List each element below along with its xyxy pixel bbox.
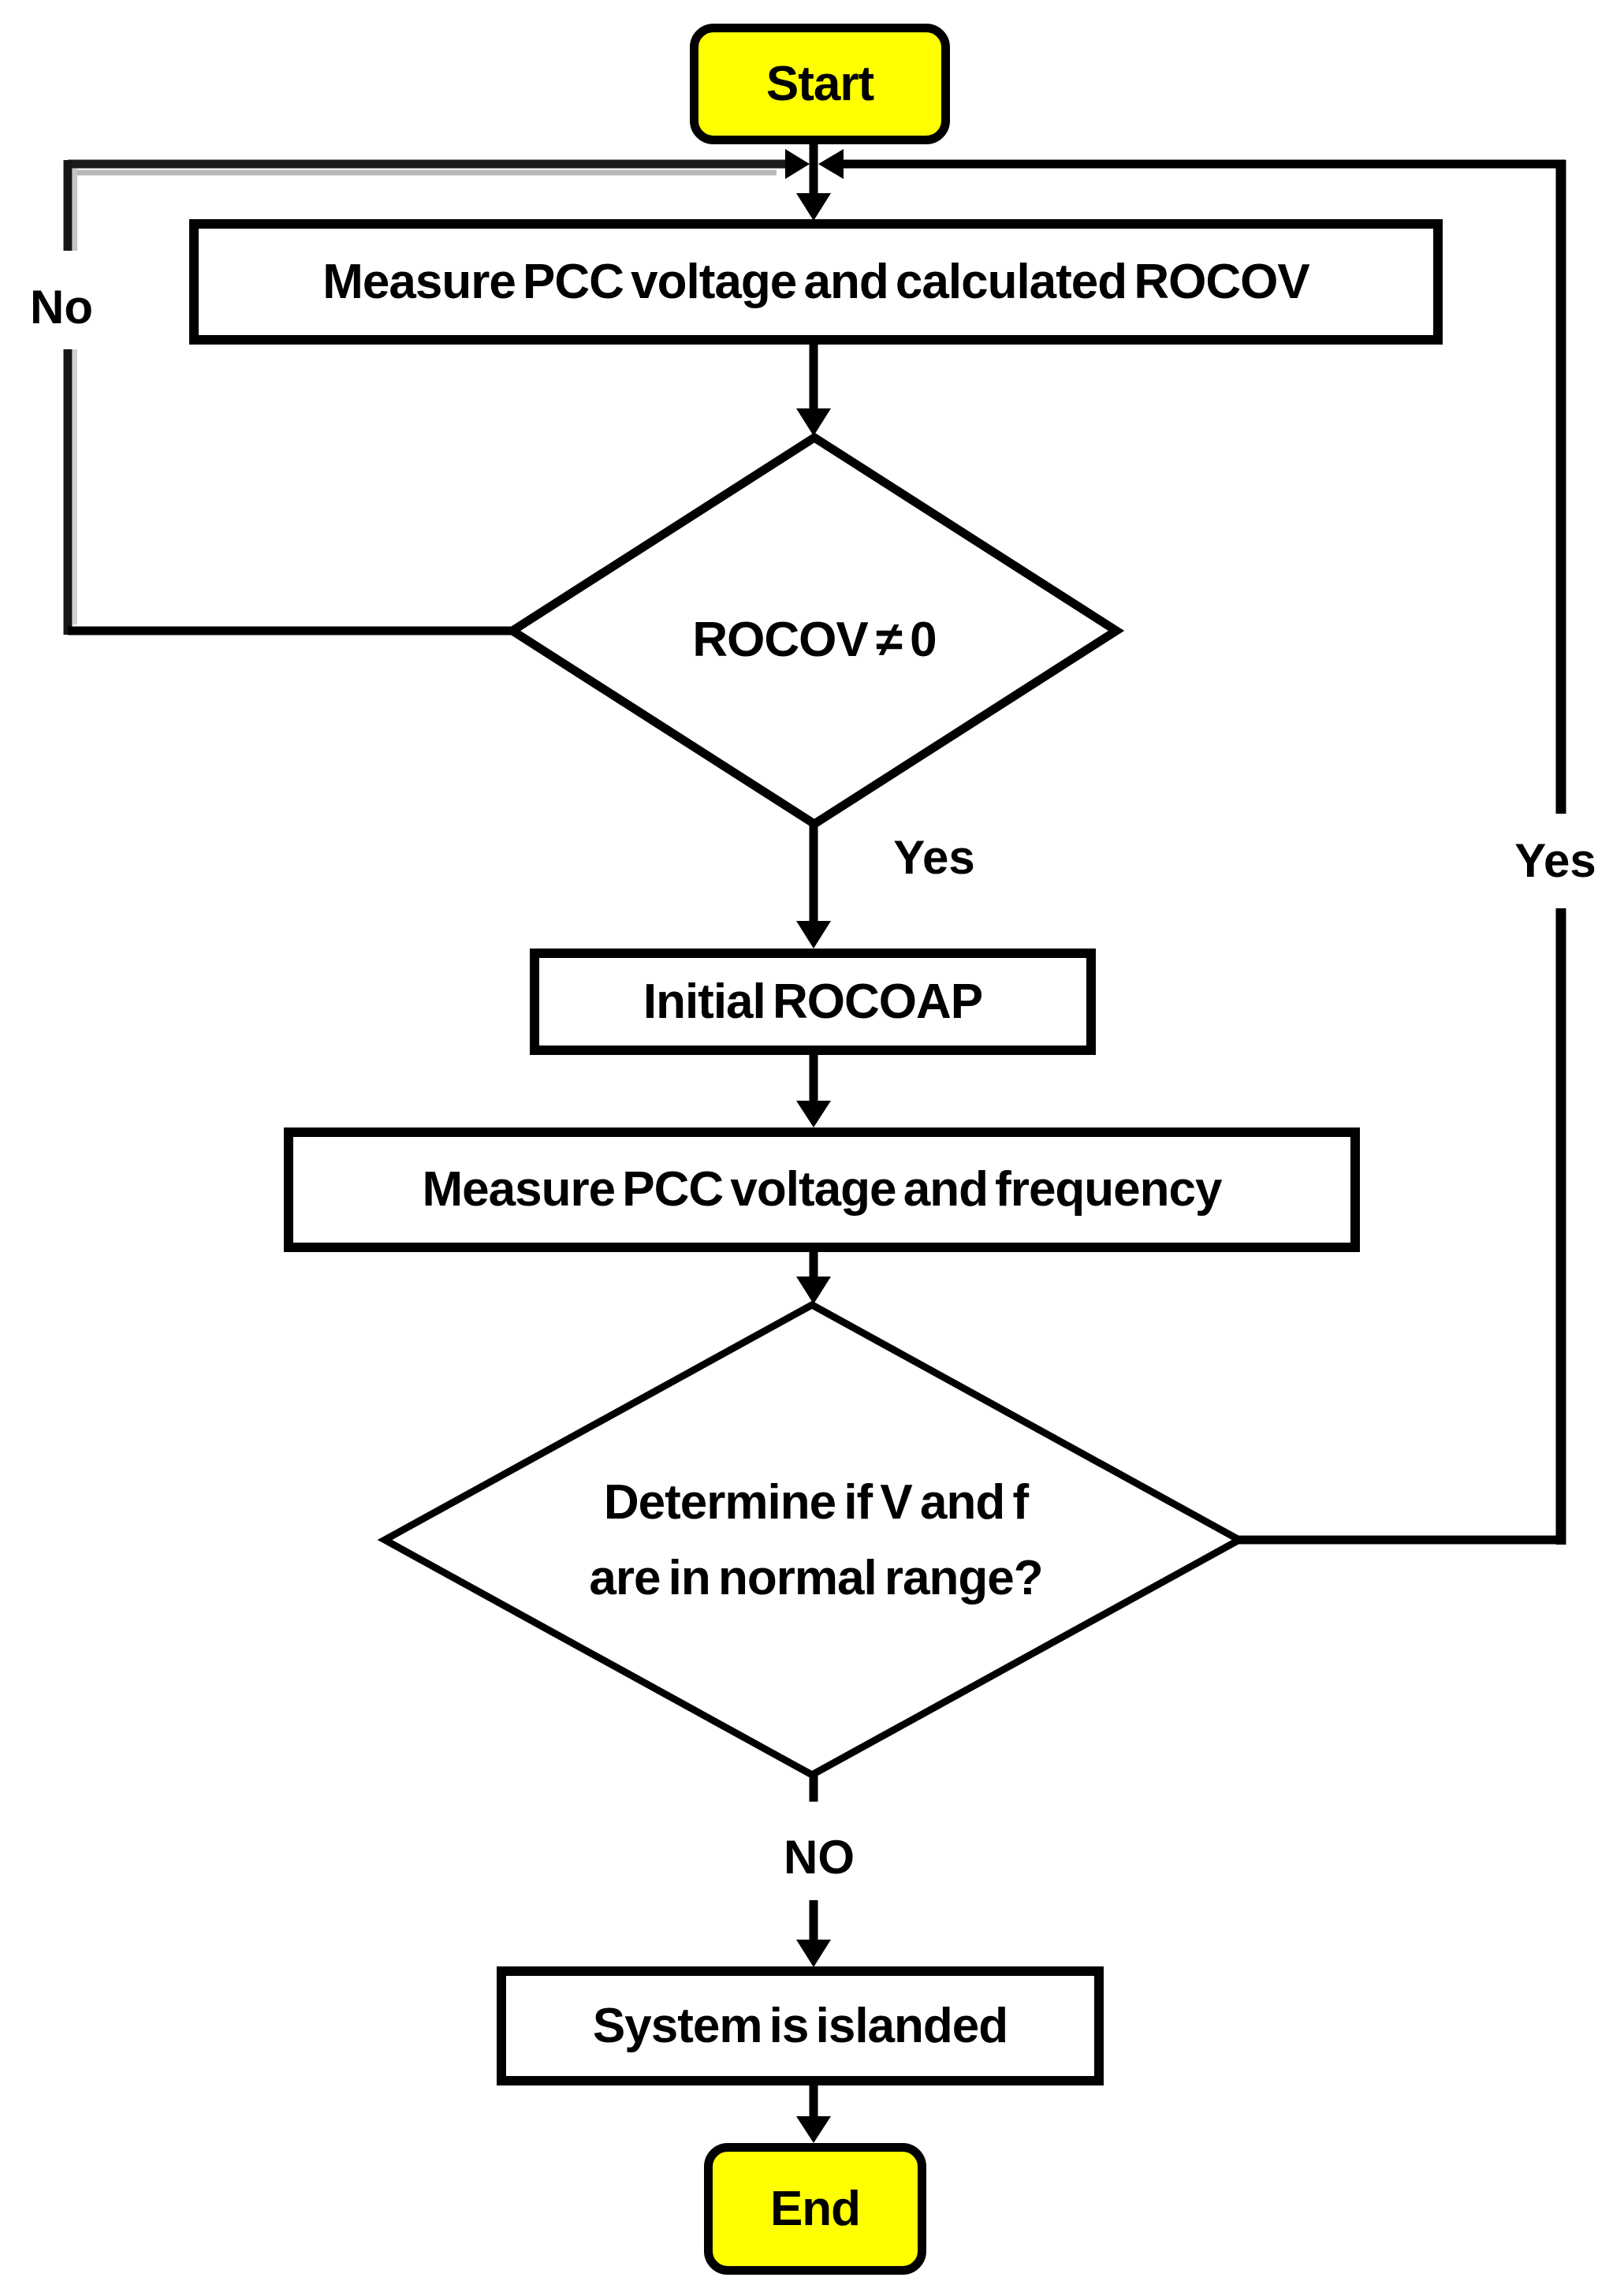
- arrowhead-yes-loop-into-junction: [818, 149, 844, 179]
- process-initial-rocoap: Initial ROCOAP: [530, 949, 1096, 1055]
- arrowhead-into-measure-vf: [796, 1101, 831, 1128]
- decision-rocov-diamond: [504, 432, 1125, 829]
- process-measure-rocov-label: Measure PCC voltage and calculated ROCOV: [322, 254, 1309, 309]
- edge-label-yes-rocov: Yes: [893, 831, 975, 884]
- process-system-islanded: System is islanded: [497, 1966, 1104, 2085]
- end-label: End: [769, 2181, 861, 2236]
- end-node: End: [704, 2143, 926, 2275]
- arrowhead-into-vf-check: [796, 1277, 831, 1304]
- arrowhead-into-islanded: [796, 1940, 831, 1967]
- start-label: Start: [765, 56, 874, 111]
- start-node: Start: [690, 24, 950, 144]
- decision-vf-range-line2: are in normal range?: [589, 1551, 1043, 1605]
- decision-rocov-label: ROCOV ≠ 0: [692, 613, 937, 667]
- edge-label-no-rocov: No: [30, 281, 93, 334]
- process-measure-rocov: Measure PCC voltage and calculated ROCOV: [189, 219, 1443, 345]
- arrowhead-no-loop-into-junction: [785, 149, 810, 179]
- decision-vf-range-line1: Determine if V and f: [603, 1475, 1029, 1530]
- process-measure-vf-label: Measure PCC voltage and frequency: [422, 1162, 1223, 1217]
- process-initial-rocoap-label: Initial ROCOAP: [643, 974, 983, 1029]
- arrowhead-into-initial-rocoap: [796, 921, 831, 949]
- arrowhead-into-rocov-check: [796, 408, 831, 436]
- process-measure-vf: Measure PCC voltage and frequency: [284, 1128, 1360, 1252]
- decision-vf-range-label: Determine if V and f are in normal range…: [422, 1465, 1210, 1616]
- decision-vf-range-diamond: [377, 1300, 1247, 1780]
- arrowhead-into-end: [796, 2116, 831, 2143]
- process-system-islanded-label: System is islanded: [592, 1998, 1008, 2053]
- arrowhead-into-measure-rocov: [796, 193, 831, 221]
- edge-label-no-vf: NO: [784, 1831, 855, 1884]
- edge-label-yes-vf: Yes: [1514, 834, 1596, 887]
